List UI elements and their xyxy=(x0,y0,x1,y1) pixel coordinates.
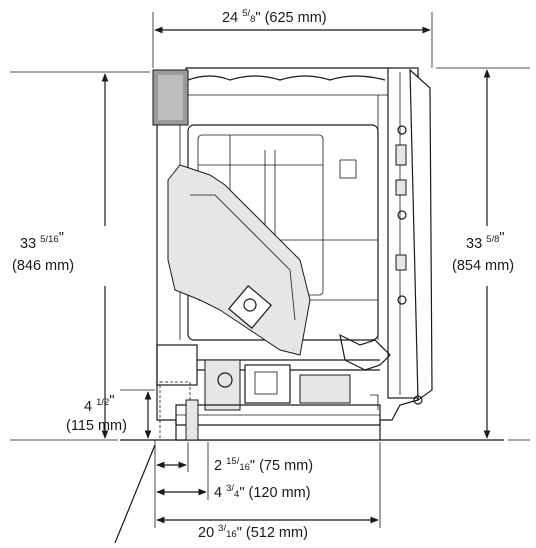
label-right-height: 33 5/8" xyxy=(466,230,505,252)
sump-inner-detail xyxy=(190,194,296,321)
door-screw-3 xyxy=(397,295,407,305)
dimension-labels: 24 5/8" (625 mm) 33 5/16" (846 mm) 33 5/… xyxy=(12,8,514,541)
label-toe-height: 4 1/2" xyxy=(84,393,115,415)
label-left-height-metric: (846 mm) xyxy=(12,258,74,274)
tub-small-box xyxy=(339,159,357,179)
drain-pump-inner xyxy=(254,371,278,395)
pump-motor xyxy=(204,359,241,411)
label-toe-height-metric: (115 mm) xyxy=(66,418,127,434)
door-front-panel xyxy=(409,68,433,402)
sump-housing xyxy=(167,164,311,356)
corner-clip xyxy=(370,394,379,410)
dimension-lines xyxy=(10,12,530,544)
top-rail xyxy=(187,75,386,81)
label-toe-depth-1: 2 15/16" (75 mm) xyxy=(214,456,313,474)
heater-block xyxy=(299,374,351,404)
top-corner-highlight xyxy=(158,75,183,120)
door-hinge-2 xyxy=(395,179,407,196)
label-right-height-metric: (854 mm) xyxy=(452,258,514,274)
base-plinth xyxy=(156,344,198,386)
leader-line xyxy=(114,444,156,544)
sump-fitting xyxy=(243,298,257,312)
pump-cap xyxy=(217,372,233,388)
rear-leveling-foot xyxy=(185,399,199,441)
base-tray xyxy=(175,404,381,426)
door-screw-2 xyxy=(397,210,407,220)
front-linkage xyxy=(339,333,391,371)
label-toe-depth-2: 4 3/4" (120 mm) xyxy=(214,483,311,501)
rear-foot-block xyxy=(159,381,191,441)
door-hinge-3 xyxy=(395,254,407,271)
sump-bracket xyxy=(228,285,272,329)
label-base-depth: 20 3/16" (512 mm) xyxy=(198,523,308,541)
dishwasher-side-view xyxy=(120,67,504,441)
label-left-height: 33 5/16" xyxy=(20,230,64,252)
door-screw-1 xyxy=(397,125,407,135)
label-top-width: 24 5/8" (625 mm) xyxy=(222,8,327,26)
door-hinge-1 xyxy=(395,144,407,166)
drain-pump xyxy=(244,364,291,404)
door-foot xyxy=(413,395,423,405)
